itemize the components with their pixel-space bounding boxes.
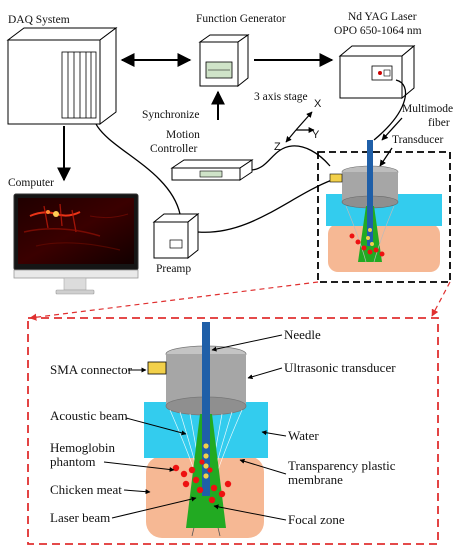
daq-system-label: DAQ System bbox=[8, 14, 70, 26]
membrane-label-line2: membrane bbox=[288, 472, 343, 487]
stage-label: 3 axis stage bbox=[254, 91, 308, 103]
water-label: Water bbox=[288, 428, 319, 443]
motion-label-line2: Controller bbox=[150, 143, 197, 155]
preamp-label: Preamp bbox=[156, 263, 191, 275]
needle-label: Needle bbox=[284, 327, 321, 342]
laser bbox=[338, 44, 416, 100]
detail-frame bbox=[27, 317, 439, 545]
zoom-line-left bbox=[29, 281, 319, 321]
membrane-label-line1: Transparency plastic bbox=[288, 458, 396, 473]
motion-controller bbox=[170, 159, 254, 181]
axis-icon bbox=[285, 111, 315, 143]
setup-dashed-box bbox=[317, 151, 451, 283]
photoacoustic-image bbox=[23, 203, 129, 251]
sma-connector-label: SMA connector bbox=[50, 362, 133, 377]
laser-label-line1: Nd YAG Laser bbox=[348, 11, 417, 23]
fiber-label-line2: fiber bbox=[428, 117, 450, 129]
laser-label-line2: OPO 650-1064 nm bbox=[334, 25, 422, 37]
daq-system bbox=[6, 27, 118, 125]
function-generator-label: Function Generator bbox=[196, 13, 286, 25]
detail-setup bbox=[144, 322, 268, 538]
motion-stage-cable bbox=[251, 145, 331, 171]
sma-connector bbox=[147, 361, 167, 375]
synchronize-label: Synchronize bbox=[142, 109, 199, 121]
axis-y-label: Y bbox=[312, 129, 320, 141]
computer-label: Computer bbox=[8, 177, 54, 189]
acoustic-beam-label: Acoustic beam bbox=[50, 408, 128, 423]
laser-beam-label: Laser beam bbox=[50, 510, 110, 525]
focal-zone-label: Focal zone bbox=[288, 512, 345, 527]
small-setup bbox=[326, 140, 442, 272]
hemoglobin-label-line2: phantom bbox=[50, 454, 96, 469]
zoom-line-right bbox=[431, 281, 451, 317]
axis-x-label: X bbox=[314, 98, 322, 110]
computer-monitor bbox=[13, 193, 139, 295]
fiber-label-line1: Multimode bbox=[402, 103, 453, 115]
ultrasonic-transducer-label: Ultrasonic transducer bbox=[284, 360, 396, 375]
fiber-arrow bbox=[381, 117, 403, 141]
motion-label-line1: Motion bbox=[166, 129, 200, 141]
axis-z-label: Z bbox=[274, 141, 281, 153]
preamp bbox=[152, 212, 200, 260]
transducer-label: Transducer bbox=[392, 134, 443, 146]
daq-preamp-cable bbox=[95, 123, 181, 215]
hemoglobin-label-line1: Hemoglobin bbox=[50, 440, 115, 455]
needle bbox=[202, 322, 210, 496]
function-generator bbox=[198, 34, 250, 88]
laser-fiber-cable bbox=[373, 79, 407, 141]
preamp-transducer-cable bbox=[197, 179, 333, 233]
chicken-meat-label: Chicken meat bbox=[50, 482, 122, 497]
transducer-arrow bbox=[379, 147, 393, 167]
